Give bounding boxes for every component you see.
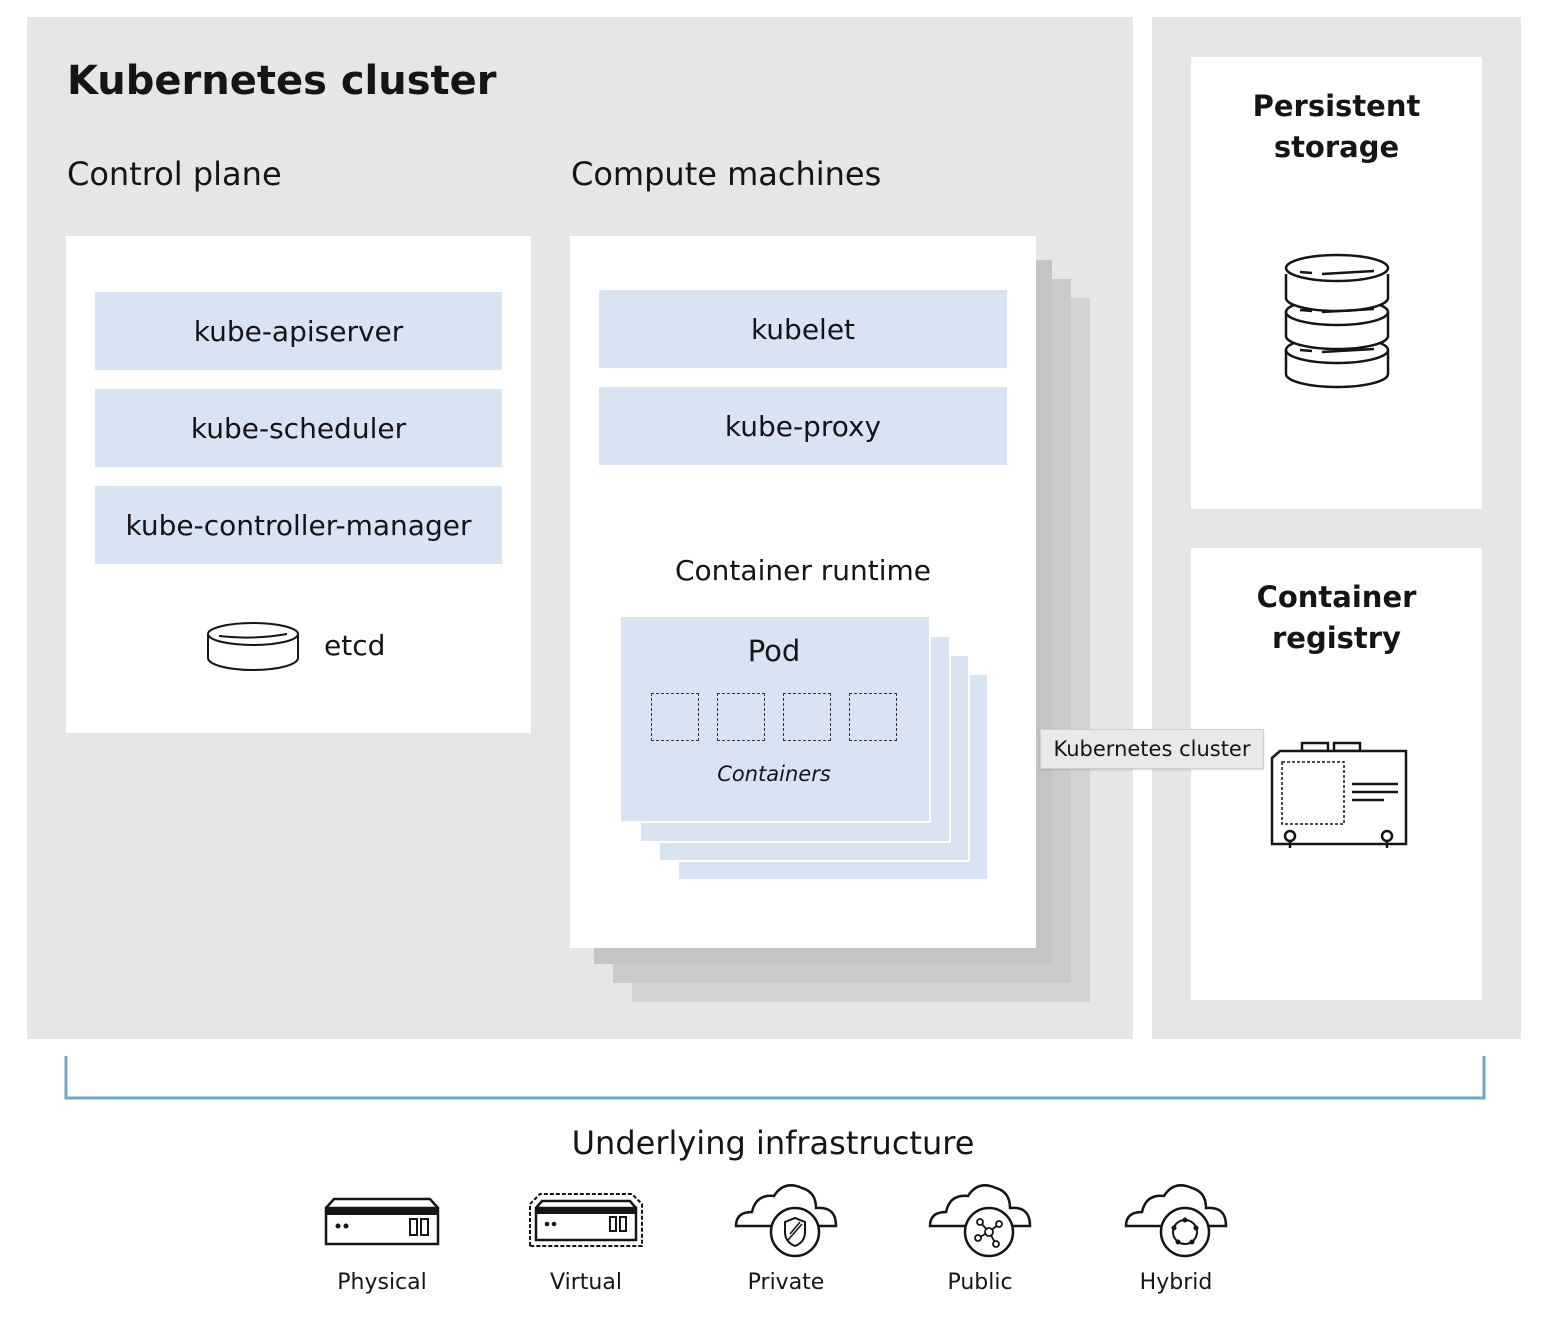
control-plane-title: Control plane: [67, 155, 282, 193]
registry-icon: [1270, 741, 1408, 848]
persistent-storage-title-line1: Persistent: [1252, 89, 1421, 123]
infra-label-public: Public: [947, 1270, 1013, 1295]
infrastructure-bracket: [64, 1056, 1486, 1100]
kube-controller-manager-box: kube-controller-manager: [95, 486, 502, 564]
etcd-label: etcd: [324, 629, 386, 662]
infra-label-private: Private: [747, 1270, 825, 1295]
infra-label-physical: Physical: [337, 1270, 427, 1295]
container-registry-title-line2: registry: [1272, 621, 1401, 655]
hybrid-cloud-icon: [1124, 1184, 1228, 1258]
server-icon: [324, 1197, 440, 1246]
persistent-storage-title-line2: storage: [1273, 130, 1400, 164]
container-slot-3: [783, 693, 831, 741]
infrastructure-title: Underlying infrastructure: [571, 1124, 975, 1162]
persistent-storage-title: Persistent storage: [1191, 86, 1482, 168]
pod-box: [619, 615, 931, 823]
kubelet-box: kubelet: [599, 290, 1007, 368]
database-icon: [1284, 253, 1390, 389]
private-cloud-icon: [734, 1184, 838, 1258]
kube-proxy-box: kube-proxy: [599, 387, 1007, 465]
public-cloud-icon: [928, 1184, 1032, 1258]
container-slot-1: [651, 693, 699, 741]
infra-label-virtual: Virtual: [550, 1270, 622, 1295]
container-slot-2: [717, 693, 765, 741]
kubernetes-cluster-tooltip: Kubernetes cluster: [1040, 729, 1264, 769]
container-registry-title: Container registry: [1191, 577, 1482, 659]
kube-scheduler-box: kube-scheduler: [95, 389, 502, 467]
cluster-title: Kubernetes cluster: [67, 58, 497, 104]
virtual-server-icon: [529, 1193, 643, 1247]
etcd-disk-icon: [207, 622, 299, 671]
kube-apiserver-box: kube-apiserver: [95, 292, 502, 370]
container-registry-title-line1: Container: [1256, 580, 1417, 614]
containers-label: Containers: [717, 762, 831, 786]
pod-label: Pod: [747, 634, 801, 668]
infra-label-hybrid: Hybrid: [1139, 1270, 1213, 1295]
container-runtime-label: Container runtime: [675, 554, 931, 587]
container-slot-4: [849, 693, 897, 741]
compute-machines-title: Compute machines: [571, 155, 882, 193]
